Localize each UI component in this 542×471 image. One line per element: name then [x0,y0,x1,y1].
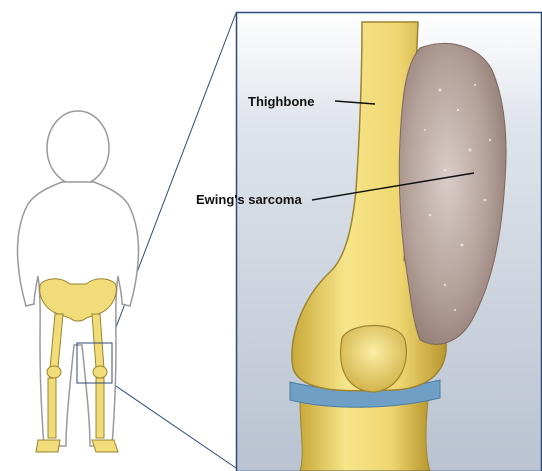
right-shin [96,378,104,438]
left-shin [48,378,56,438]
left-foot [36,440,60,452]
zoom-panel [236,12,542,471]
left-knee [47,366,61,378]
right-foot [92,440,118,452]
tumor-label: Ewing's sarcoma [196,192,302,207]
thighbone-label: Thighbone [248,94,314,109]
right-knee [93,366,107,378]
child-head [47,111,109,185]
child-figure [17,111,138,446]
zoom-connector-bottom [110,382,236,468]
shin-bone [300,400,430,471]
